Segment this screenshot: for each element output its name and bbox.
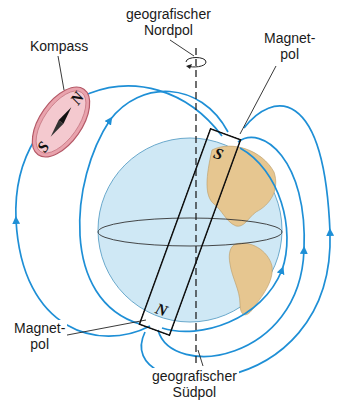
equator xyxy=(98,218,282,246)
callout-label: geografischer Südpol xyxy=(150,368,239,400)
rotation-arrowhead xyxy=(186,64,192,69)
leader-line xyxy=(58,56,64,90)
field-line xyxy=(80,91,228,324)
rotation-axis xyxy=(195,48,196,364)
leader-line xyxy=(62,320,146,336)
callout-label: Magnet- pol xyxy=(262,30,317,62)
pole-letter: S xyxy=(211,145,225,163)
leader-line xyxy=(198,350,203,366)
leader-line xyxy=(240,66,276,134)
compass-node: NS xyxy=(19,76,102,168)
callout-label: Magnet- pol xyxy=(12,320,67,352)
magnet-outline xyxy=(139,129,240,335)
compass-body xyxy=(21,77,101,167)
compass-outline xyxy=(19,76,102,168)
pole-letter: N xyxy=(153,300,169,319)
compass-needle xyxy=(59,106,74,124)
south-america xyxy=(229,243,272,315)
leader-line xyxy=(170,40,194,56)
callout-label: Kompass xyxy=(28,38,90,54)
compass-needle xyxy=(48,120,63,138)
globe xyxy=(98,138,282,322)
compass-face xyxy=(26,83,95,161)
callout-label: geografischer Nordpol xyxy=(124,6,213,38)
field-line xyxy=(158,138,304,357)
